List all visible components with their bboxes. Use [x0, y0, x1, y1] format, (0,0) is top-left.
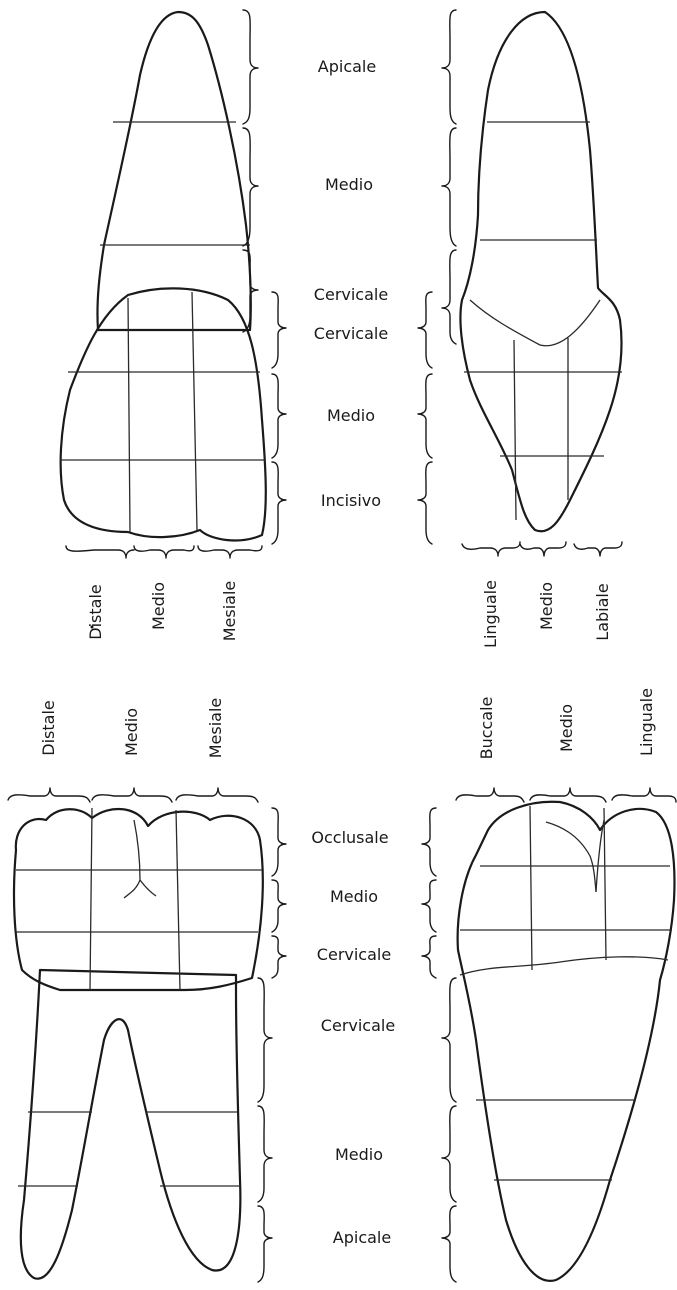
molar-side-top-braces — [456, 788, 676, 802]
molar-front-label-mesiale: Mesiale — [206, 698, 225, 759]
incisor-front-label-cervicale-crown: Cervicale — [314, 324, 388, 343]
incisor-side-view — [460, 12, 622, 531]
molar-side-label-linguale: Linguale — [637, 688, 656, 756]
incisor-front-label-medio-root: Medio — [325, 175, 373, 194]
molar-front-roots — [21, 970, 241, 1279]
molar-front-label-distale: Distale — [39, 700, 58, 755]
molar-label-apicale: Apicale — [333, 1228, 391, 1247]
molar-label-cervicale-crown: Cervicale — [317, 945, 391, 964]
molar-label-medio-root: Medio — [335, 1145, 383, 1164]
incisor-front-label-medio: Medio — [149, 582, 168, 630]
molar-front-view — [14, 808, 263, 1279]
incisor-side-tooth — [460, 12, 621, 531]
incisor-front-label-incisivo: Incisivo — [321, 491, 381, 510]
incisor-side-label-medio: Medio — [537, 582, 556, 630]
molar-label-medio-crown: Medio — [330, 887, 378, 906]
molar-side-left-braces — [422, 808, 456, 1282]
incisor-side-braces — [418, 10, 622, 556]
incisor-front-label-medio-crown: Medio — [327, 406, 375, 425]
incisor-front-label-apicale: Apicale — [318, 57, 376, 76]
incisor-front-view — [60, 12, 266, 540]
incisor-front-crown — [61, 288, 266, 540]
molar-side-view — [458, 802, 675, 1281]
incisor-front-label-cervicale-root: Cervicale — [314, 285, 388, 304]
incisor-front-root — [97, 12, 250, 330]
molar-label-cervicale-root: Cervicale — [321, 1016, 395, 1035]
incisor-side-label-labiale: Labiale — [593, 583, 612, 640]
molar-side-tooth — [458, 802, 675, 1281]
molar-label-occlusale: Occlusale — [311, 828, 388, 847]
molar-front-crown — [14, 809, 263, 990]
molar-side-label-medio: Medio — [557, 704, 576, 752]
molar-side-label-buccale: Buccale — [477, 697, 496, 760]
molar-front-top-braces — [8, 788, 258, 802]
stray-mark — [91, 626, 94, 629]
incisor-side-label-linguale: Linguale — [481, 580, 500, 648]
incisor-front-label-mesiale: Mesiale — [220, 581, 239, 642]
incisor-front-label-distale: Distale — [86, 584, 105, 639]
molar-front-label-medio: Medio — [122, 708, 141, 756]
